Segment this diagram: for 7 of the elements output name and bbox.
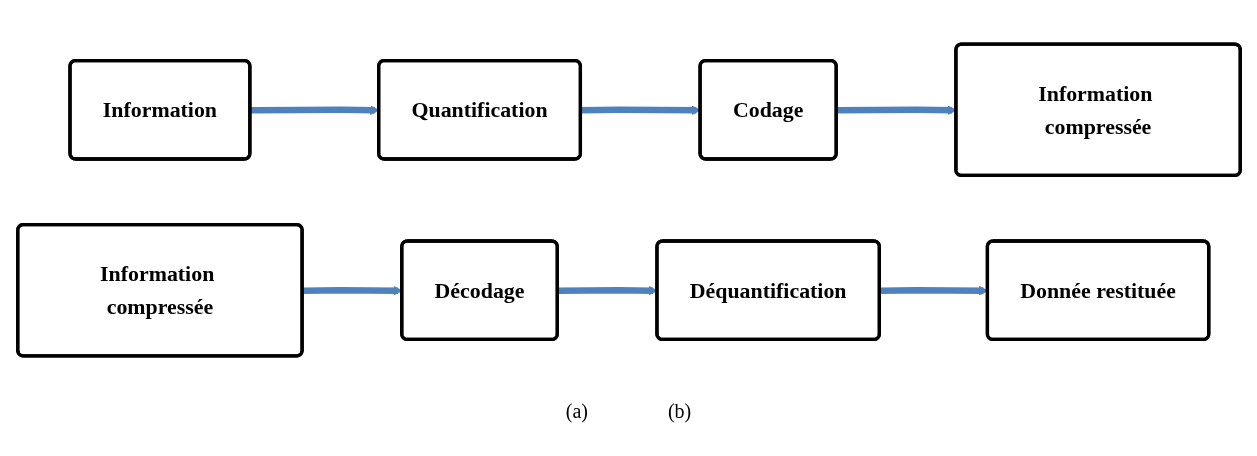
arrow <box>249 105 380 115</box>
arrow <box>879 285 988 296</box>
arrow <box>302 285 403 296</box>
arrow <box>580 105 701 116</box>
arrow <box>836 105 957 115</box>
panel-label: (b) <box>667 400 692 423</box>
panel-label: (a) <box>565 400 588 423</box>
